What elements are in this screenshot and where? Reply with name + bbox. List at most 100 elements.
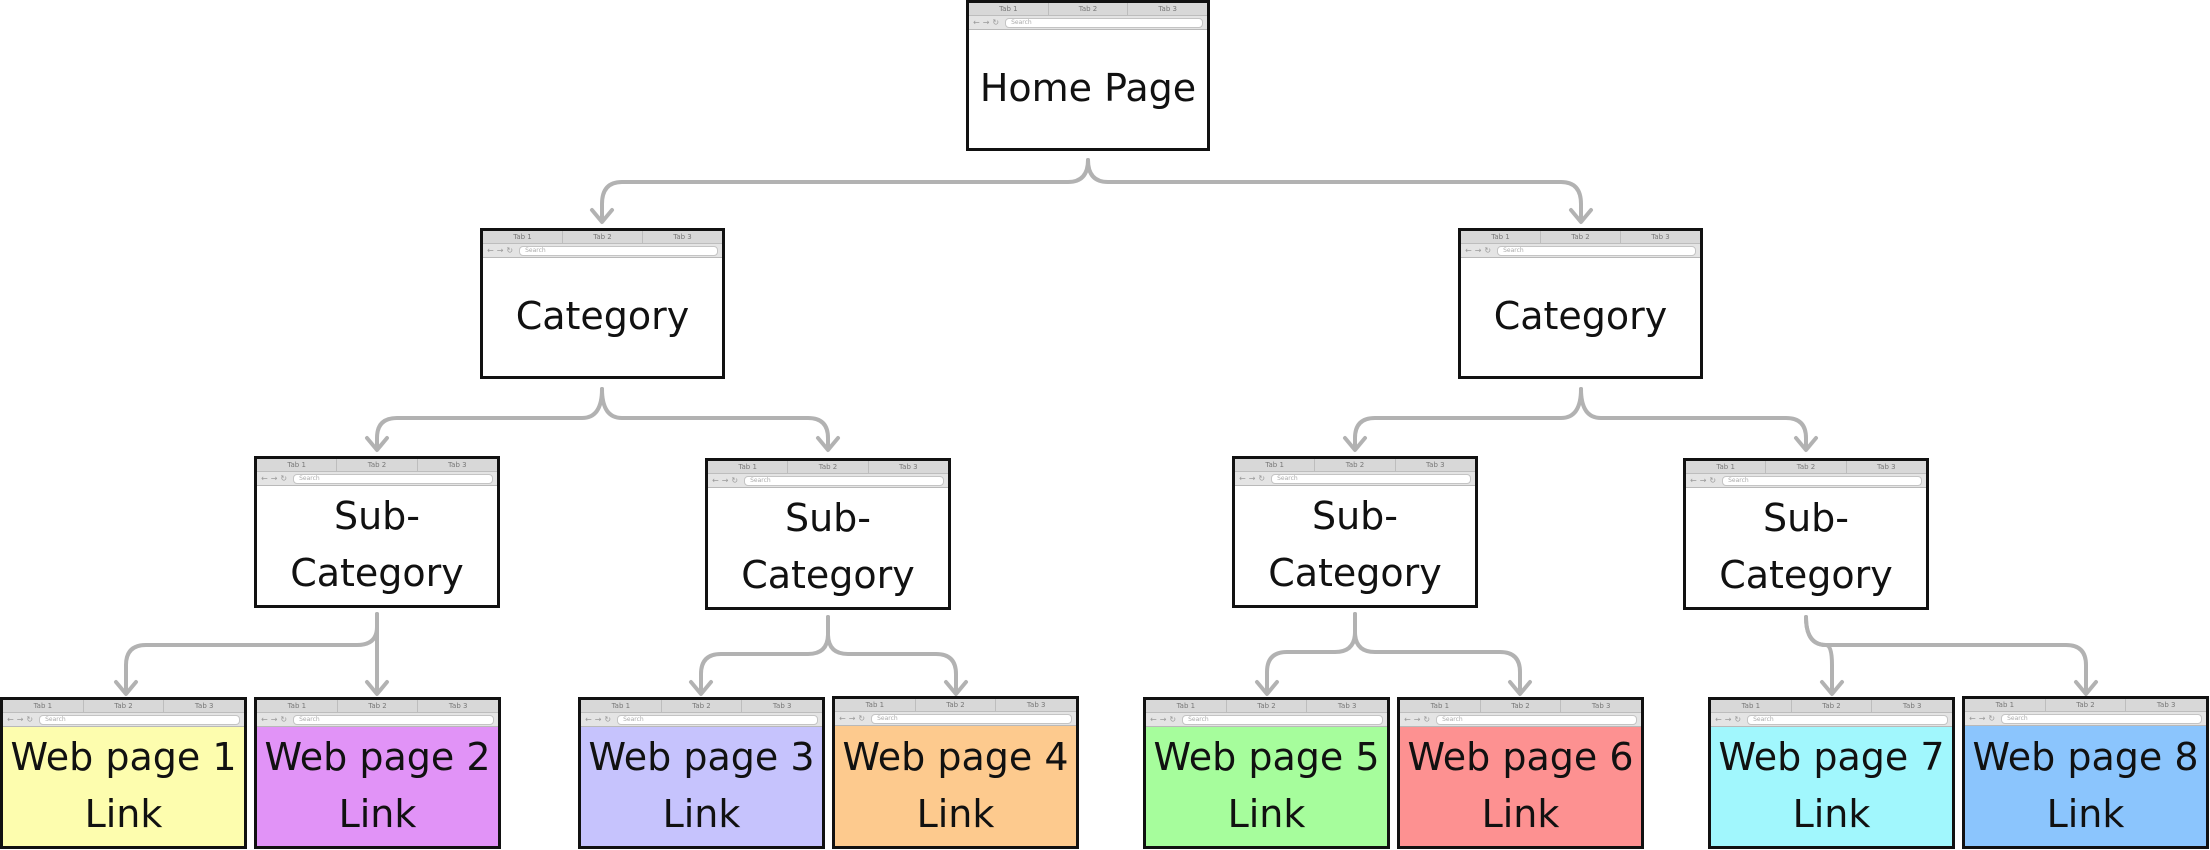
tab-1[interactable]: Tab 1 — [1235, 459, 1316, 471]
link-label[interactable]: Link — [338, 792, 417, 836]
forward-arrow-icon[interactable]: → — [1413, 715, 1421, 724]
reload-icon[interactable]: ↻ — [26, 715, 34, 724]
tab-2[interactable]: Tab 2 — [1541, 231, 1621, 243]
link-label[interactable]: Link — [916, 791, 995, 836]
forward-arrow-icon[interactable]: → — [848, 714, 856, 723]
reload-icon[interactable]: ↻ — [1484, 246, 1492, 255]
tab-1[interactable]: Tab 1 — [1400, 700, 1481, 712]
reload-icon[interactable]: ↻ — [280, 715, 288, 724]
tab-2[interactable]: Tab 2 — [1766, 461, 1847, 473]
forward-arrow-icon[interactable]: → — [1978, 714, 1986, 723]
back-arrow-icon[interactable]: ← — [1690, 476, 1697, 485]
back-arrow-icon[interactable]: ← — [1969, 714, 1976, 723]
tab-1[interactable]: Tab 1 — [581, 700, 662, 712]
search-input[interactable]: Search — [1271, 473, 1471, 484]
back-arrow-icon[interactable]: ← — [261, 474, 268, 483]
tab-2[interactable]: Tab 2 — [1315, 459, 1396, 471]
reload-icon[interactable]: ↻ — [1988, 714, 1996, 723]
forward-arrow-icon[interactable]: → — [721, 476, 729, 485]
tab-2[interactable]: Tab 2 — [788, 461, 869, 473]
tab-2[interactable]: Tab 2 — [661, 700, 743, 712]
tab-3[interactable]: Tab 3 — [1846, 461, 1926, 473]
back-arrow-icon[interactable]: ← — [1715, 715, 1722, 724]
tab-1[interactable]: Tab 1 — [3, 700, 84, 712]
tab-3[interactable]: Tab 3 — [2126, 699, 2206, 711]
tab-3[interactable]: Tab 3 — [164, 700, 244, 712]
tab-2[interactable]: Tab 2 — [83, 700, 165, 712]
tab-3[interactable]: Tab 3 — [1872, 700, 1952, 712]
tab-2[interactable]: Tab 2 — [563, 231, 643, 243]
forward-arrow-icon[interactable]: → — [1159, 715, 1167, 724]
forward-arrow-icon[interactable]: → — [594, 715, 602, 724]
forward-arrow-icon[interactable]: → — [1699, 476, 1707, 485]
back-arrow-icon[interactable]: ← — [585, 715, 592, 724]
search-input[interactable]: Search — [39, 714, 240, 725]
back-arrow-icon[interactable]: ← — [487, 246, 494, 255]
search-input[interactable]: Search — [871, 713, 1072, 724]
search-input[interactable]: Search — [617, 714, 818, 725]
tab-3[interactable]: Tab 3 — [1395, 459, 1475, 471]
tab-2[interactable]: Tab 2 — [1480, 700, 1562, 712]
back-arrow-icon[interactable]: ← — [712, 476, 719, 485]
search-input[interactable]: Search — [744, 475, 944, 486]
back-arrow-icon[interactable]: ← — [1404, 715, 1411, 724]
search-input[interactable]: Search — [1722, 475, 1922, 486]
tab-3[interactable]: Tab 3 — [996, 699, 1076, 711]
tab-2[interactable]: Tab 2 — [1791, 700, 1873, 712]
back-arrow-icon[interactable]: ← — [1465, 246, 1472, 255]
search-input[interactable]: Search — [1497, 245, 1696, 256]
reload-icon[interactable]: ↻ — [1258, 474, 1266, 483]
tab-1[interactable]: Tab 1 — [708, 461, 789, 473]
tab-3[interactable]: Tab 3 — [417, 459, 497, 471]
tab-2[interactable]: Tab 2 — [2045, 699, 2127, 711]
tab-3[interactable]: Tab 3 — [1307, 700, 1387, 712]
tab-3[interactable]: Tab 3 — [868, 461, 948, 473]
back-arrow-icon[interactable]: ← — [1239, 474, 1246, 483]
reload-icon[interactable]: ↻ — [1423, 715, 1431, 724]
search-input[interactable]: Search — [2001, 713, 2202, 724]
back-arrow-icon[interactable]: ← — [973, 18, 980, 27]
link-label[interactable]: Link — [2046, 791, 2125, 836]
link-label[interactable]: Link — [1227, 792, 1306, 836]
back-arrow-icon[interactable]: ← — [1150, 715, 1157, 724]
forward-arrow-icon[interactable]: → — [270, 474, 278, 483]
tab-1[interactable]: Tab 1 — [1965, 699, 2046, 711]
reload-icon[interactable]: ↻ — [858, 714, 866, 723]
search-input[interactable]: Search — [1005, 17, 1203, 28]
forward-arrow-icon[interactable]: → — [1474, 246, 1482, 255]
reload-icon[interactable]: ↻ — [1709, 476, 1717, 485]
forward-arrow-icon[interactable]: → — [16, 715, 24, 724]
tab-1[interactable]: Tab 1 — [257, 459, 338, 471]
search-input[interactable]: Search — [293, 714, 494, 725]
tab-2[interactable]: Tab 2 — [915, 699, 997, 711]
link-label[interactable]: Link — [84, 792, 163, 836]
reload-icon[interactable]: ↻ — [992, 18, 1000, 27]
tab-3[interactable]: Tab 3 — [418, 700, 498, 712]
back-arrow-icon[interactable]: ← — [7, 715, 14, 724]
forward-arrow-icon[interactable]: → — [1724, 715, 1732, 724]
search-input[interactable]: Search — [1436, 714, 1637, 725]
back-arrow-icon[interactable]: ← — [839, 714, 846, 723]
tab-1[interactable]: Tab 1 — [483, 231, 563, 243]
search-input[interactable]: Search — [519, 245, 718, 256]
tab-3[interactable]: Tab 3 — [1621, 231, 1700, 243]
link-label[interactable]: Link — [1792, 792, 1871, 836]
forward-arrow-icon[interactable]: → — [270, 715, 278, 724]
tab-3[interactable]: Tab 3 — [643, 231, 722, 243]
search-input[interactable]: Search — [1182, 714, 1383, 725]
search-input[interactable]: Search — [1747, 714, 1948, 725]
reload-icon[interactable]: ↻ — [1169, 715, 1177, 724]
tab-1[interactable]: Tab 1 — [257, 700, 338, 712]
